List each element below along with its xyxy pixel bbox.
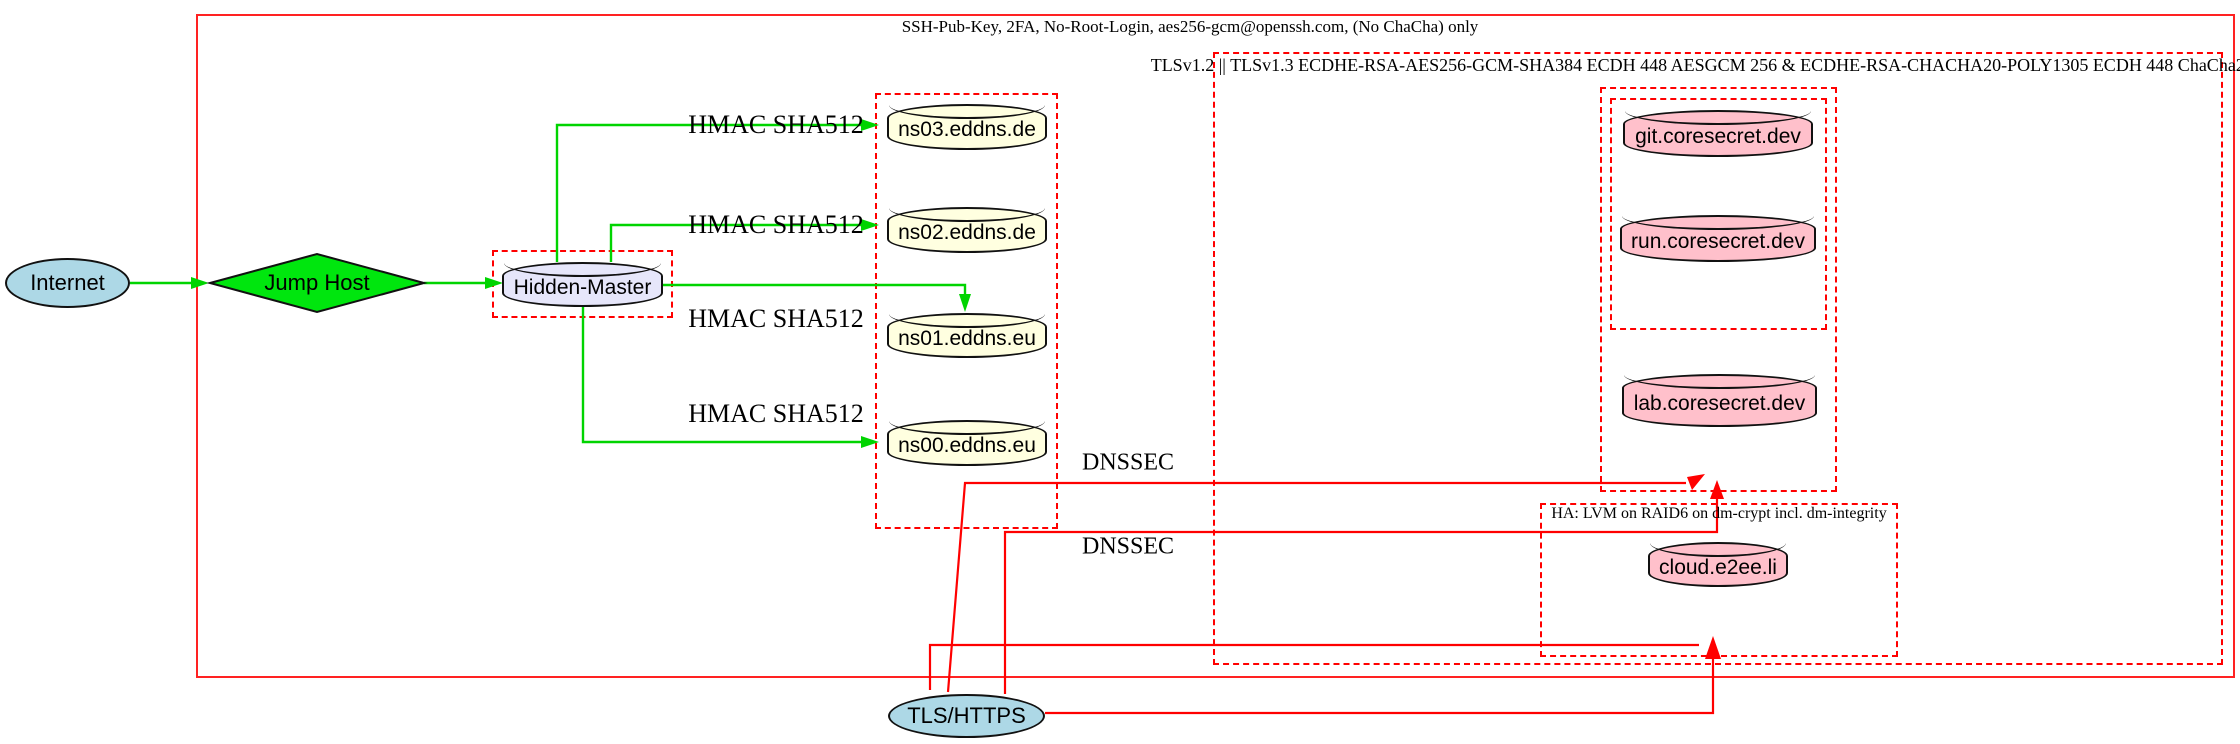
edge-label-dnssec-1: DNSSEC xyxy=(1081,449,1175,476)
node-ns02: ns02.eddns.de xyxy=(887,207,1047,253)
green-edges xyxy=(130,123,967,444)
node-ns02-label: ns02.eddns.de xyxy=(898,221,1036,244)
node-ns00-label: ns00.eddns.eu xyxy=(898,434,1036,457)
node-lab-coresecret: lab.coresecret.dev xyxy=(1622,374,1817,427)
red-arrowheads xyxy=(1687,474,1724,659)
node-ns00: ns00.eddns.eu xyxy=(887,420,1047,466)
node-ns03: ns03.eddns.de xyxy=(887,104,1047,150)
red-edges xyxy=(928,481,1719,715)
edge-label-hmac-3: HMAC SHA512 xyxy=(688,304,864,333)
cluster-nameservers-box xyxy=(875,93,1058,529)
node-hidden-master: Hidden-Master xyxy=(502,262,663,307)
green-arrowheads xyxy=(191,119,971,448)
node-lab-coresecret-label: lab.coresecret.dev xyxy=(1633,391,1806,415)
node-git-coresecret-label: git.coresecret.dev xyxy=(1635,124,1801,148)
edge-label-hmac-2: HMAC SHA512 xyxy=(688,210,864,239)
node-run-coresecret-label: run.coresecret.dev xyxy=(1631,229,1805,253)
edge-label-hmac-4: HMAC SHA512 xyxy=(688,399,864,428)
cluster-coresecret-inner-box xyxy=(1610,98,1827,330)
node-ns01: ns01.eddns.eu xyxy=(887,313,1047,358)
node-ns03-label: ns03.eddns.de xyxy=(898,118,1036,141)
cluster-ha-label: HA: LVM on RAID6 on dm-crypt incl. dm-in… xyxy=(1551,505,1887,522)
edge-label-hmac-1: HMAC SHA512 xyxy=(688,110,864,139)
edge-label-dnssec-2: DNSSEC xyxy=(1081,533,1175,560)
node-hidden-master-label: Hidden-Master xyxy=(513,275,652,299)
node-git-coresecret: git.coresecret.dev xyxy=(1623,110,1813,157)
node-run-coresecret: run.coresecret.dev xyxy=(1620,215,1816,262)
cluster-ssh-label: SSH-Pub-Key, 2FA, No-Root-Login, aes256-… xyxy=(901,17,1479,36)
node-internet-label: Internet xyxy=(30,270,105,295)
node-jump-host-label: Jump Host xyxy=(264,270,370,295)
cluster-tls-box xyxy=(1213,52,2223,665)
node-internet: Internet xyxy=(5,258,130,308)
node-tls-https-label: TLS/HTTPS xyxy=(907,703,1026,728)
node-cloud-e2ee-label: cloud.e2ee.li xyxy=(1659,555,1777,579)
jump-host-diamond xyxy=(206,252,428,314)
node-tls-https: TLS/HTTPS xyxy=(888,694,1045,738)
node-jump-host: Jump Host xyxy=(217,256,417,310)
cluster-ssh-box xyxy=(196,14,2235,678)
node-ns01-label: ns01.eddns.eu xyxy=(898,326,1036,350)
node-cloud-e2ee: cloud.e2ee.li xyxy=(1648,542,1788,587)
cluster-tls-label: TLSv1.2 || TLSv1.3 ECDHE-RSA-AES256-GCM-… xyxy=(1150,55,2240,75)
